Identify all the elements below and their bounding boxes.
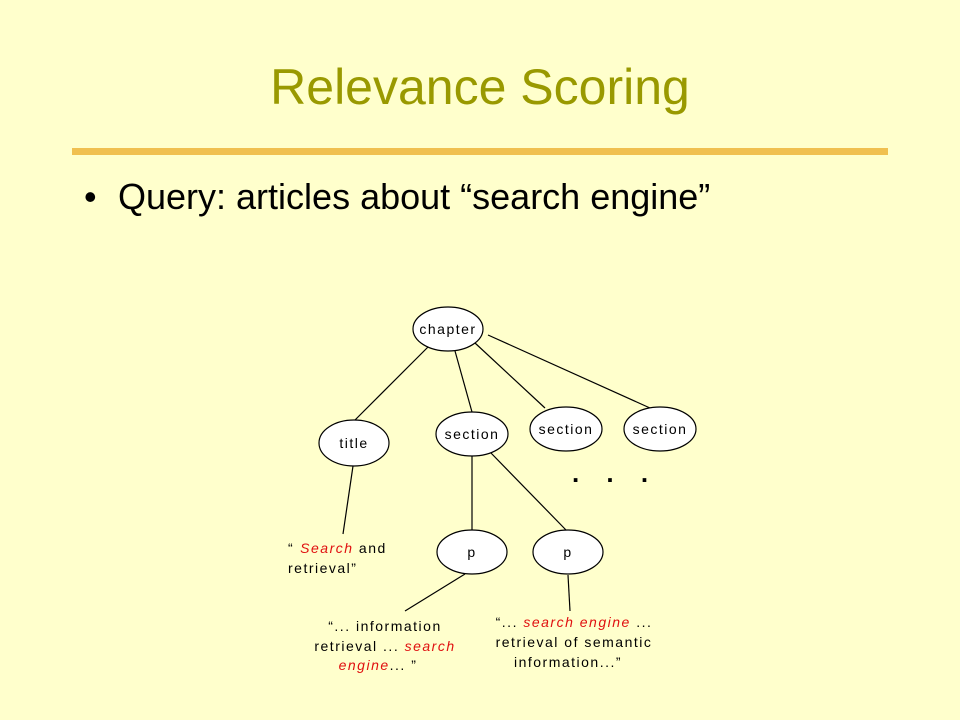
more-sections-ellipsis: . . . (572, 458, 658, 488)
node-label: title (339, 435, 368, 451)
edge-chapter-section3 (487, 334, 651, 409)
p1-text-line-2: retrieval ... search (314, 638, 455, 654)
p2-text-content: “... search engine ... retrieval of sema… (496, 614, 653, 670)
node-section-1: section (435, 411, 509, 457)
title-text-line-2: retrieval” (288, 560, 357, 576)
node-label: p (563, 544, 572, 560)
title-text-line-1: “Search and (288, 540, 387, 556)
p2-text-line-2: retrieval of semantic (496, 634, 653, 650)
p1-text-line-3: engine... ” (339, 657, 418, 673)
node-chapter: chapter (412, 306, 484, 352)
node-label: section (539, 421, 594, 437)
node-label: section (633, 421, 688, 437)
edge-title-text (342, 465, 354, 535)
node-label: p (467, 544, 476, 560)
node-label: section (445, 426, 500, 442)
edge-section1-p2 (489, 451, 567, 531)
p2-text-line-1: “... search engine ... (496, 614, 653, 630)
node-section-2: section (529, 406, 603, 452)
node-label: chapter (419, 321, 476, 337)
p1-text-line-1: “... information (328, 618, 441, 634)
edge-chapter-title (353, 344, 431, 422)
tree-edges (342, 334, 651, 612)
p1-text-content: “... information retrieval ... search en… (314, 618, 455, 673)
page-title: Relevance Scoring (270, 59, 690, 115)
title-underline (72, 148, 888, 155)
node-p-2: p (532, 529, 604, 575)
edge-p1-text (404, 573, 466, 612)
bullet-text: Query: articles about “search engine” (118, 176, 711, 217)
edge-chapter-section1 (454, 350, 473, 413)
edge-p2-text (567, 574, 571, 612)
bullet-item: • Query: articles about “search engine” (84, 176, 710, 218)
edge-chapter-section2 (474, 342, 546, 409)
node-p-1: p (436, 529, 508, 575)
node-title: title (318, 419, 390, 467)
p2-text-line-3: information...” (514, 654, 622, 670)
title-text-content: “Search and retrieval” (288, 540, 387, 576)
node-section-3: section (623, 406, 697, 452)
bullet-dot: • (84, 176, 97, 217)
